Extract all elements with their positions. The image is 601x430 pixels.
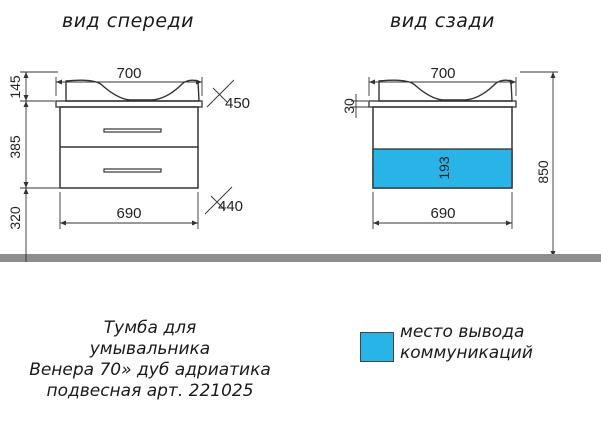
back-dim-bottom-width: 690 xyxy=(430,205,455,222)
communications-zone xyxy=(372,148,513,189)
legend-text: место вывода коммуникаций xyxy=(400,322,533,364)
back-dim-total-height: 850 xyxy=(535,160,551,184)
back-dim-comm-zone-height: 193 xyxy=(436,156,452,180)
front-dim-cabinet-depth: 440 xyxy=(218,198,243,215)
front-sink-bowl xyxy=(65,79,200,102)
back-countertop xyxy=(368,100,517,108)
front-countertop xyxy=(55,100,203,108)
front-dim-sink-height: 145 xyxy=(7,75,23,99)
legend-swatch xyxy=(360,332,394,362)
drawer-handle-bottom xyxy=(103,168,162,173)
legend-line-2: коммуникаций xyxy=(400,343,533,363)
caption-line-3: Венера 70» дуб адриатика xyxy=(29,360,271,380)
caption-line-4: подвесная арт. 221025 xyxy=(46,381,254,401)
drawer-handle-top xyxy=(103,128,162,133)
front-dim-mount-height: 320 xyxy=(7,206,23,230)
caption-line-2: умывальника xyxy=(89,339,211,359)
front-dim-cabinet-height: 385 xyxy=(7,135,23,159)
wall-line xyxy=(0,254,601,262)
front-view-title: вид спереди xyxy=(62,10,195,32)
back-dim-top-width: 700 xyxy=(430,65,455,82)
back-dim-top-offset: 30 xyxy=(341,98,357,114)
back-view xyxy=(351,71,558,258)
front-dim-bottom-width: 690 xyxy=(116,205,141,222)
legend-line-1: место вывода xyxy=(400,322,525,342)
front-dim-top-width: 700 xyxy=(116,65,141,82)
back-sink-bowl xyxy=(378,79,513,102)
product-caption: Тумба для умывальника Венера 70» дуб адр… xyxy=(0,318,300,402)
front-dim-top-depth: 450 xyxy=(225,95,250,112)
front-view xyxy=(20,71,235,236)
back-view-title: вид сзади xyxy=(390,10,495,32)
caption-line-1: Тумба для xyxy=(103,318,197,338)
